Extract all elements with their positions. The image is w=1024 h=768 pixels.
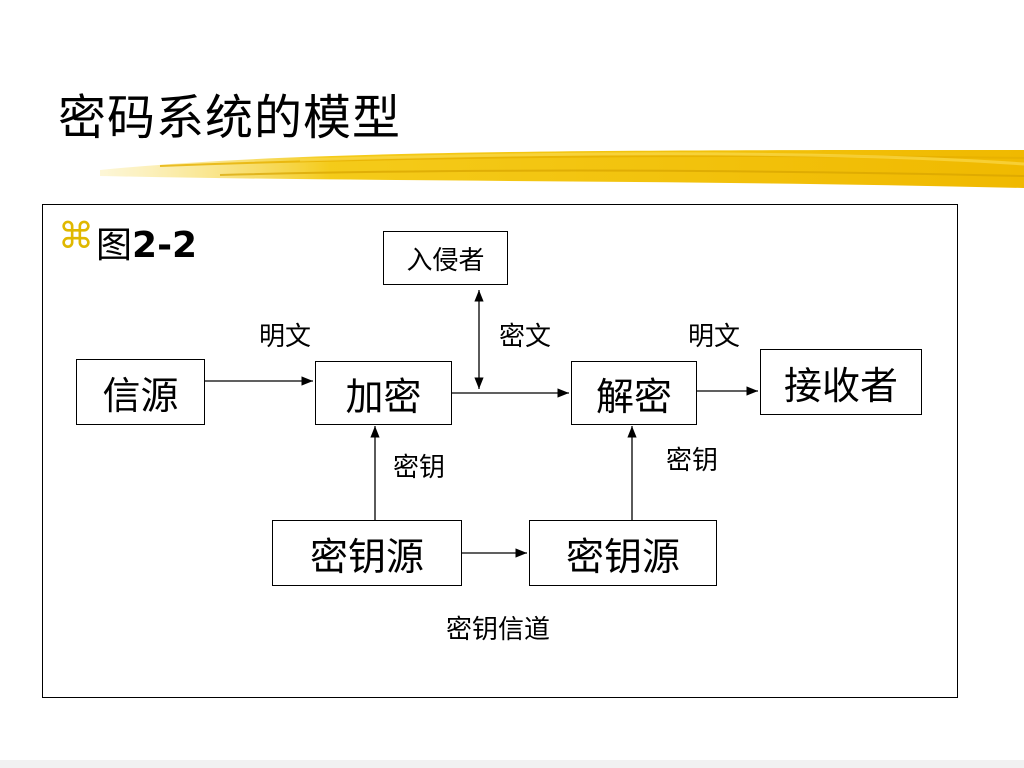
- label-key-right: 密钥: [666, 446, 719, 476]
- figure-number: 2-2: [132, 225, 198, 266]
- node-encrypt-label: 加密: [345, 374, 422, 419]
- node-intruder-label: 入侵者: [406, 245, 485, 276]
- label-plaintext-out: 明文: [688, 322, 741, 352]
- node-intruder: 入侵者: [383, 231, 508, 285]
- node-decrypt-label: 解密: [595, 374, 672, 419]
- figure-prefix: 图: [96, 225, 133, 266]
- figure-label: 图2-2: [96, 216, 197, 268]
- node-encrypt: 加密: [315, 361, 452, 425]
- figure-frame: [42, 204, 958, 698]
- bullet-icon: ⌘: [58, 216, 94, 257]
- node-receiver-label: 接收者: [783, 363, 898, 408]
- node-receiver: 接收者: [760, 349, 922, 415]
- label-key-left: 密钥: [393, 453, 446, 483]
- label-plaintext-in: 明文: [259, 322, 312, 352]
- node-source-label: 信源: [102, 373, 179, 418]
- node-source: 信源: [76, 359, 205, 425]
- slide-bottom-bar: [0, 760, 1024, 768]
- label-key-channel: 密钥信道: [446, 615, 551, 645]
- node-key-source-right-label: 密钥源: [565, 534, 680, 579]
- node-decrypt: 解密: [571, 361, 697, 425]
- node-key-source-right: 密钥源: [529, 520, 717, 586]
- label-ciphertext: 密文: [499, 322, 552, 352]
- node-key-source-left-label: 密钥源: [309, 534, 424, 579]
- node-key-source-left: 密钥源: [272, 520, 462, 586]
- slide-title: 密码系统的模型: [58, 90, 402, 146]
